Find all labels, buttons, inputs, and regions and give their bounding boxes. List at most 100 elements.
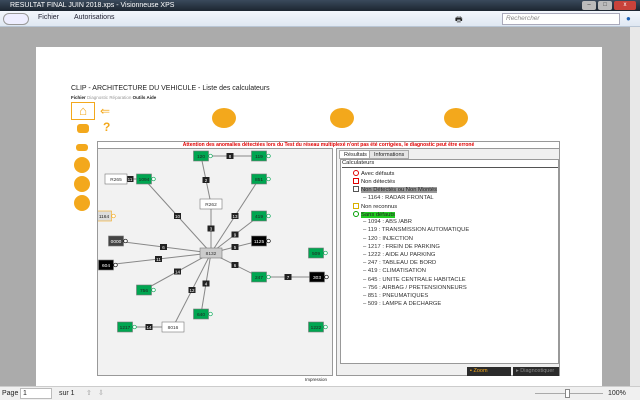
link-label-box bbox=[126, 176, 134, 182]
ecu-node-R262[interactable]: R262 bbox=[199, 198, 223, 210]
connector-icon bbox=[324, 274, 329, 280]
tab-informations[interactable]: Informations bbox=[369, 150, 410, 159]
ecu-node-756[interactable]: 756 bbox=[136, 284, 156, 296]
zoom-slider-handle[interactable] bbox=[565, 389, 570, 398]
checklist-icon[interactable] bbox=[212, 108, 236, 128]
gauge-icon[interactable] bbox=[74, 195, 90, 211]
tree-item[interactable]: – 1094 : ABS /ABR bbox=[363, 219, 412, 226]
doc-menu-aide[interactable]: Aide bbox=[146, 95, 157, 100]
ecu-node-1217[interactable]: 1217 bbox=[117, 321, 137, 333]
ecu-label: R265 bbox=[110, 177, 122, 183]
link-label-box bbox=[188, 287, 196, 293]
doc-menu-reparation[interactable]: Réparation bbox=[109, 95, 132, 100]
tool-icon[interactable] bbox=[76, 144, 88, 151]
vehicle-icon[interactable] bbox=[330, 108, 354, 128]
maximize-button[interactable]: □ bbox=[598, 1, 612, 10]
ecu-node-1222[interactable]: 1222 bbox=[308, 321, 328, 333]
ecu-node-509[interactable]: 509 bbox=[308, 247, 328, 259]
tree-group[interactable]: Sans défauts bbox=[353, 211, 395, 219]
link-label: 2 bbox=[205, 178, 208, 183]
tree-item[interactable]: – 509 : LAMPE A DECHARGE bbox=[363, 301, 442, 308]
menu-fichier[interactable]: Fichier bbox=[38, 14, 60, 21]
ecu-node-303[interactable]: 303 bbox=[309, 271, 329, 283]
ecu-node-640[interactable]: 640 bbox=[193, 308, 213, 320]
tree-group[interactable]: Non Détectés ou Non Montés bbox=[353, 186, 438, 194]
doc-menu-outils[interactable]: Outils bbox=[132, 95, 146, 100]
ecu-node-1094[interactable]: 1094 bbox=[136, 173, 156, 185]
tree-group[interactable]: Avec défauts bbox=[353, 170, 394, 178]
ecu-node-0000[interactable]: 0000 bbox=[108, 235, 128, 247]
link-label-box bbox=[231, 213, 239, 219]
status-icon bbox=[353, 202, 359, 209]
ecu-node-247[interactable]: 247 bbox=[251, 271, 271, 283]
link-label: 6 bbox=[234, 263, 237, 268]
ecu-node-851[interactable]: 851 bbox=[251, 173, 271, 185]
link-label-box bbox=[145, 324, 153, 330]
link-label: 8 bbox=[229, 154, 232, 159]
ecu-box[interactable] bbox=[161, 321, 185, 333]
ecu-label: 640 bbox=[197, 312, 205, 318]
link-label: 7 bbox=[287, 275, 290, 280]
ecu-node-1164[interactable]: 1164 bbox=[96, 210, 116, 222]
print-doc-icon[interactable] bbox=[77, 124, 89, 133]
ecu-label: 851 bbox=[255, 177, 263, 183]
tree-item[interactable]: – 756 : AIRBAG / PRETENSIONNEURS bbox=[363, 284, 467, 291]
next-page-icon[interactable]: ⇩ bbox=[98, 390, 104, 397]
tab-resultats[interactable]: Résultats bbox=[339, 150, 372, 159]
tree-item[interactable]: – 851 : PNEUMATIQUES bbox=[363, 293, 429, 299]
tree-item[interactable]: – 645 : UNITE CENTRALE HABITACLE bbox=[363, 276, 466, 283]
page-input[interactable]: 1 bbox=[20, 388, 52, 399]
home-icon[interactable]: ⌂ bbox=[71, 102, 95, 120]
wrench-icon[interactable] bbox=[444, 108, 468, 128]
tree-item[interactable]: – 119 : TRANSMISSION AUTOMATIQUE bbox=[363, 227, 470, 234]
back-forward-icon[interactable] bbox=[3, 13, 29, 25]
prev-page-icon[interactable]: ⇧ bbox=[86, 390, 92, 397]
ecu-node-R265[interactable]: R265 bbox=[104, 173, 128, 185]
help-icon[interactable]: ● bbox=[626, 14, 631, 23]
minimize-button[interactable]: – bbox=[582, 1, 596, 10]
print-icon[interactable]: 🖶 bbox=[455, 15, 463, 24]
tree-item[interactable]: – 247 : TABLEAU DE BORD bbox=[363, 260, 437, 267]
ecu-box[interactable] bbox=[199, 247, 223, 259]
diagnose-button[interactable]: ▸ Diagnostiquer bbox=[513, 367, 559, 376]
ecu-box[interactable] bbox=[199, 198, 223, 210]
tree-item[interactable]: – 1164 : RADAR FRONTAL bbox=[363, 194, 434, 201]
zoom-button[interactable]: ▪ Zoom bbox=[467, 367, 511, 376]
tree-item[interactable]: – 1222 : AIDE AU PARKING bbox=[363, 252, 436, 258]
connector-icon bbox=[266, 274, 271, 280]
screen-icon[interactable] bbox=[74, 176, 90, 192]
ecu-node-119[interactable]: 119 bbox=[251, 150, 271, 162]
ecu-label: 120 bbox=[197, 154, 205, 160]
back-arrow-icon[interactable]: ⇐ bbox=[100, 104, 111, 118]
print-footer: Impression bbox=[305, 377, 328, 382]
tree-item[interactable]: – 1217 : FREIN DE PARKING bbox=[363, 243, 440, 250]
doc-menu-diagnostic[interactable]: Diagnostic bbox=[87, 95, 109, 100]
link-label: 13 bbox=[232, 214, 238, 219]
ecu-node-1125[interactable]: 1125 bbox=[251, 235, 271, 247]
link-label: 14 bbox=[146, 325, 152, 330]
ecu-label: 1164 bbox=[99, 214, 110, 220]
diagnose-label: Diagnostiquer bbox=[520, 368, 555, 374]
tree-item[interactable]: – 120 : INJECTION bbox=[363, 235, 413, 242]
ecu-node-604[interactable]: 604 bbox=[98, 259, 118, 271]
help-question-icon[interactable]: ? bbox=[103, 120, 111, 134]
ecu-node-8132[interactable]: 8132 bbox=[199, 247, 223, 259]
search-input[interactable]: Rechercher bbox=[502, 13, 620, 25]
tree-group[interactable]: Non reconnus bbox=[353, 202, 397, 211]
ecu-node-8016[interactable]: 8016 bbox=[161, 321, 185, 333]
ecu-box[interactable] bbox=[104, 173, 128, 185]
doc-menu-fichier[interactable]: Fichier bbox=[71, 95, 86, 100]
tree-group[interactable]: Non détectés bbox=[353, 178, 395, 186]
ecu-node-419[interactable]: 419 bbox=[251, 210, 271, 222]
menu-autorisations[interactable]: Autorisations bbox=[74, 14, 115, 21]
close-button[interactable]: x bbox=[614, 1, 636, 10]
ecu-label: 247 bbox=[255, 275, 263, 281]
link-label-box bbox=[207, 225, 215, 232]
tree-item[interactable]: – 419 : CLIMATISATION bbox=[363, 268, 426, 275]
vertical-scrollbar[interactable] bbox=[630, 27, 640, 386]
settings-icon[interactable] bbox=[74, 157, 90, 173]
ecu-label: 756 bbox=[140, 288, 148, 294]
status-bar: Page 1 sur 1 ⇧ ⇩ 100% bbox=[0, 386, 640, 400]
ecu-node-120[interactable]: 120 bbox=[193, 150, 213, 162]
